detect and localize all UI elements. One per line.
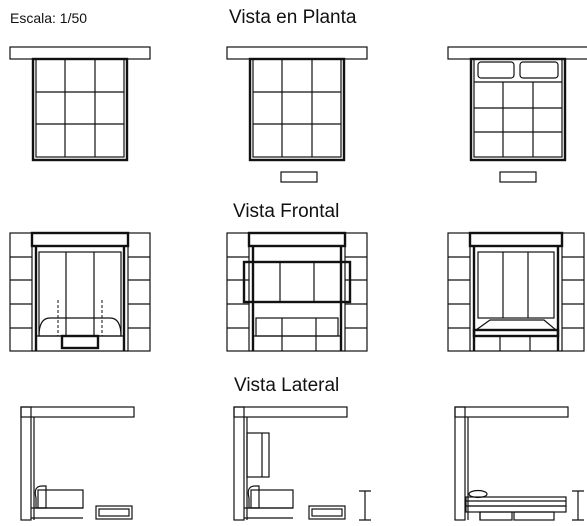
front-desk-panel — [242, 260, 352, 304]
plan-view-closed-1 — [9, 46, 151, 162]
plan-view-closed-2 — [226, 46, 368, 183]
plan-view-title: Vista en Planta — [229, 7, 357, 28]
side-ottoman-2 — [308, 505, 346, 520]
plan-ottoman-3 — [499, 171, 537, 183]
side-view-1 — [20, 406, 135, 521]
plan-ottoman-2 — [280, 171, 318, 183]
plan-pillow-right — [519, 61, 559, 79]
side-ottoman-1 — [95, 505, 133, 520]
front-view-3 — [447, 231, 585, 352]
dimension-marker-3 — [572, 490, 584, 521]
front-view-1 — [9, 231, 151, 352]
side-view-2 — [233, 406, 371, 521]
dimension-marker-2 — [359, 490, 371, 521]
front-view-2 — [226, 231, 368, 352]
side-desk-panel — [246, 432, 270, 478]
front-view-title: Vista Frontal — [233, 201, 340, 222]
plan-pillow-left — [477, 61, 515, 79]
scale-label: Escala: 1/50 — [10, 10, 88, 26]
side-view-3 — [454, 406, 584, 521]
plan-view-bed-open — [447, 46, 587, 183]
side-view-title: Vista Lateral — [234, 375, 340, 396]
